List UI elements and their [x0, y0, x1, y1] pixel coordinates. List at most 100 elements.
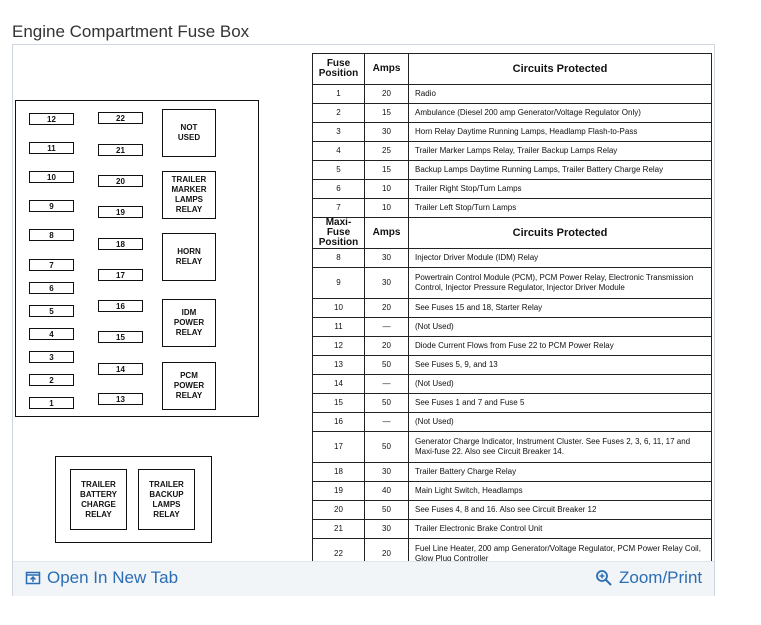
circuit-cell: Trailer Right Stop/Turn Lamps [408, 179, 712, 199]
fuse-slot: 21 [98, 144, 143, 156]
relay-trailer-backup-lamps: TRAILER BACKUP LAMPS RELAY [138, 469, 195, 530]
fuse-position-cell: 7 [312, 198, 365, 218]
relay-trailer-marker-lamps: TRAILER MARKER LAMPS RELAY [162, 171, 216, 219]
fuse-slot: 10 [29, 171, 74, 183]
fuse-position-cell: 17 [312, 431, 365, 463]
circuit-cell: Horn Relay Daytime Running Lamps, Headla… [408, 122, 712, 142]
fuse-position-cell: 20 [312, 500, 365, 520]
fuse-slot: 11 [29, 142, 74, 154]
fuse-position-cell: 10 [312, 298, 365, 318]
fuse-slot: 7 [29, 259, 74, 271]
fuse-position-cell: 16 [312, 412, 365, 432]
amps-cell: 30 [364, 462, 409, 482]
fuse-slot: 17 [98, 269, 143, 281]
column-header-amps: Amps [364, 53, 409, 85]
amps-cell: 50 [364, 393, 409, 413]
fuse-position-cell: 2 [312, 103, 365, 123]
amps-cell: 10 [364, 198, 409, 218]
fuse-position-cell: 1 [312, 84, 365, 104]
open-new-tab-icon [25, 570, 41, 586]
amps-cell: 50 [364, 355, 409, 375]
fuse-position-cell: 5 [312, 160, 365, 180]
auxiliary-relay-box: TRAILER BATTERY CHARGE RELAY TRAILER BAC… [55, 456, 212, 543]
table-row: 16—(Not Used) [312, 412, 712, 432]
relay-idm-power: IDM POWER RELAY [162, 299, 216, 347]
circuit-cell: Ambulance (Diesel 200 amp Generator/Volt… [408, 103, 712, 123]
fuse-slot: 5 [29, 305, 74, 317]
fuse-position-cell: 14 [312, 374, 365, 394]
fuse-slot: 4 [29, 328, 74, 340]
relay-not-used: NOT USED [162, 109, 216, 157]
circuit-cell: Trailer Battery Charge Relay [408, 462, 712, 482]
fuse-position-cell: 18 [312, 462, 365, 482]
fuse-position-cell: 6 [312, 179, 365, 199]
circuit-cell: Main Light Switch, Headlamps [408, 481, 712, 501]
table-row: 11—(Not Used) [312, 317, 712, 337]
amps-cell: 20 [364, 336, 409, 356]
open-in-new-tab-link[interactable]: Open In New Tab [25, 568, 178, 588]
page-title: Engine Compartment Fuse Box [12, 22, 250, 41]
fuse-position-cell: 9 [312, 267, 365, 299]
fuse-slot: 14 [98, 363, 143, 375]
amps-cell: 30 [364, 267, 409, 299]
circuit-cell: See Fuses 15 and 18, Starter Relay [408, 298, 712, 318]
amps-cell: 30 [364, 122, 409, 142]
circuit-cell: (Not Used) [408, 317, 712, 337]
fuse-slot: 19 [98, 206, 143, 218]
amps-cell: 30 [364, 248, 409, 268]
image-toolbar: Open In New Tab Zoom/Print [13, 561, 714, 596]
zoom-print-link[interactable]: Zoom/Print [595, 568, 702, 588]
circuit-cell: Trailer Electronic Brake Control Unit [408, 519, 712, 539]
fuse-position-cell: 4 [312, 141, 365, 161]
fuse-position-cell: 21 [312, 519, 365, 539]
amps-cell: — [364, 317, 409, 337]
amps-cell: 20 [364, 84, 409, 104]
relay-pcm-power: PCM POWER RELAY [162, 362, 216, 410]
fuse-slot: 18 [98, 238, 143, 250]
fuse-slot: 8 [29, 229, 74, 241]
amps-cell: 40 [364, 481, 409, 501]
circuit-cell: Backup Lamps Daytime Running Lamps, Trai… [408, 160, 712, 180]
zoom-icon [595, 569, 613, 587]
amps-cell: 15 [364, 160, 409, 180]
table-header-row: Fuse Position Amps Circuits Protected [312, 53, 712, 85]
column-header-fuse-position: Fuse Position [312, 53, 365, 85]
amps-cell: 15 [364, 103, 409, 123]
fuse-slot: 16 [98, 300, 143, 312]
circuit-cell: Diode Current Flows from Fuse 22 to PCM … [408, 336, 712, 356]
fuse-slot: 9 [29, 200, 74, 212]
fuse-position-cell: 12 [312, 336, 365, 356]
fuse-slot: 15 [98, 331, 143, 343]
zoom-print-label: Zoom/Print [619, 568, 703, 587]
relay-trailer-battery-charge: TRAILER BATTERY CHARGE RELAY [70, 469, 127, 530]
fuse-slot: 2 [29, 374, 74, 386]
amps-cell: 30 [364, 519, 409, 539]
circuit-cell: See Fuses 4, 8 and 16. Also see Circuit … [408, 500, 712, 520]
table-row: 14—(Not Used) [312, 374, 712, 394]
amps-cell: 50 [364, 500, 409, 520]
fuse-position-cell: 19 [312, 481, 365, 501]
open-in-new-tab-label: Open In New Tab [47, 568, 179, 587]
circuit-cell: Injector Driver Module (IDM) Relay [408, 248, 712, 268]
amps-cell: 20 [364, 298, 409, 318]
circuit-cell: Trailer Marker Lamps Relay, Trailer Back… [408, 141, 712, 161]
circuit-cell: See Fuses 1 and 7 and Fuse 5 [408, 393, 712, 413]
